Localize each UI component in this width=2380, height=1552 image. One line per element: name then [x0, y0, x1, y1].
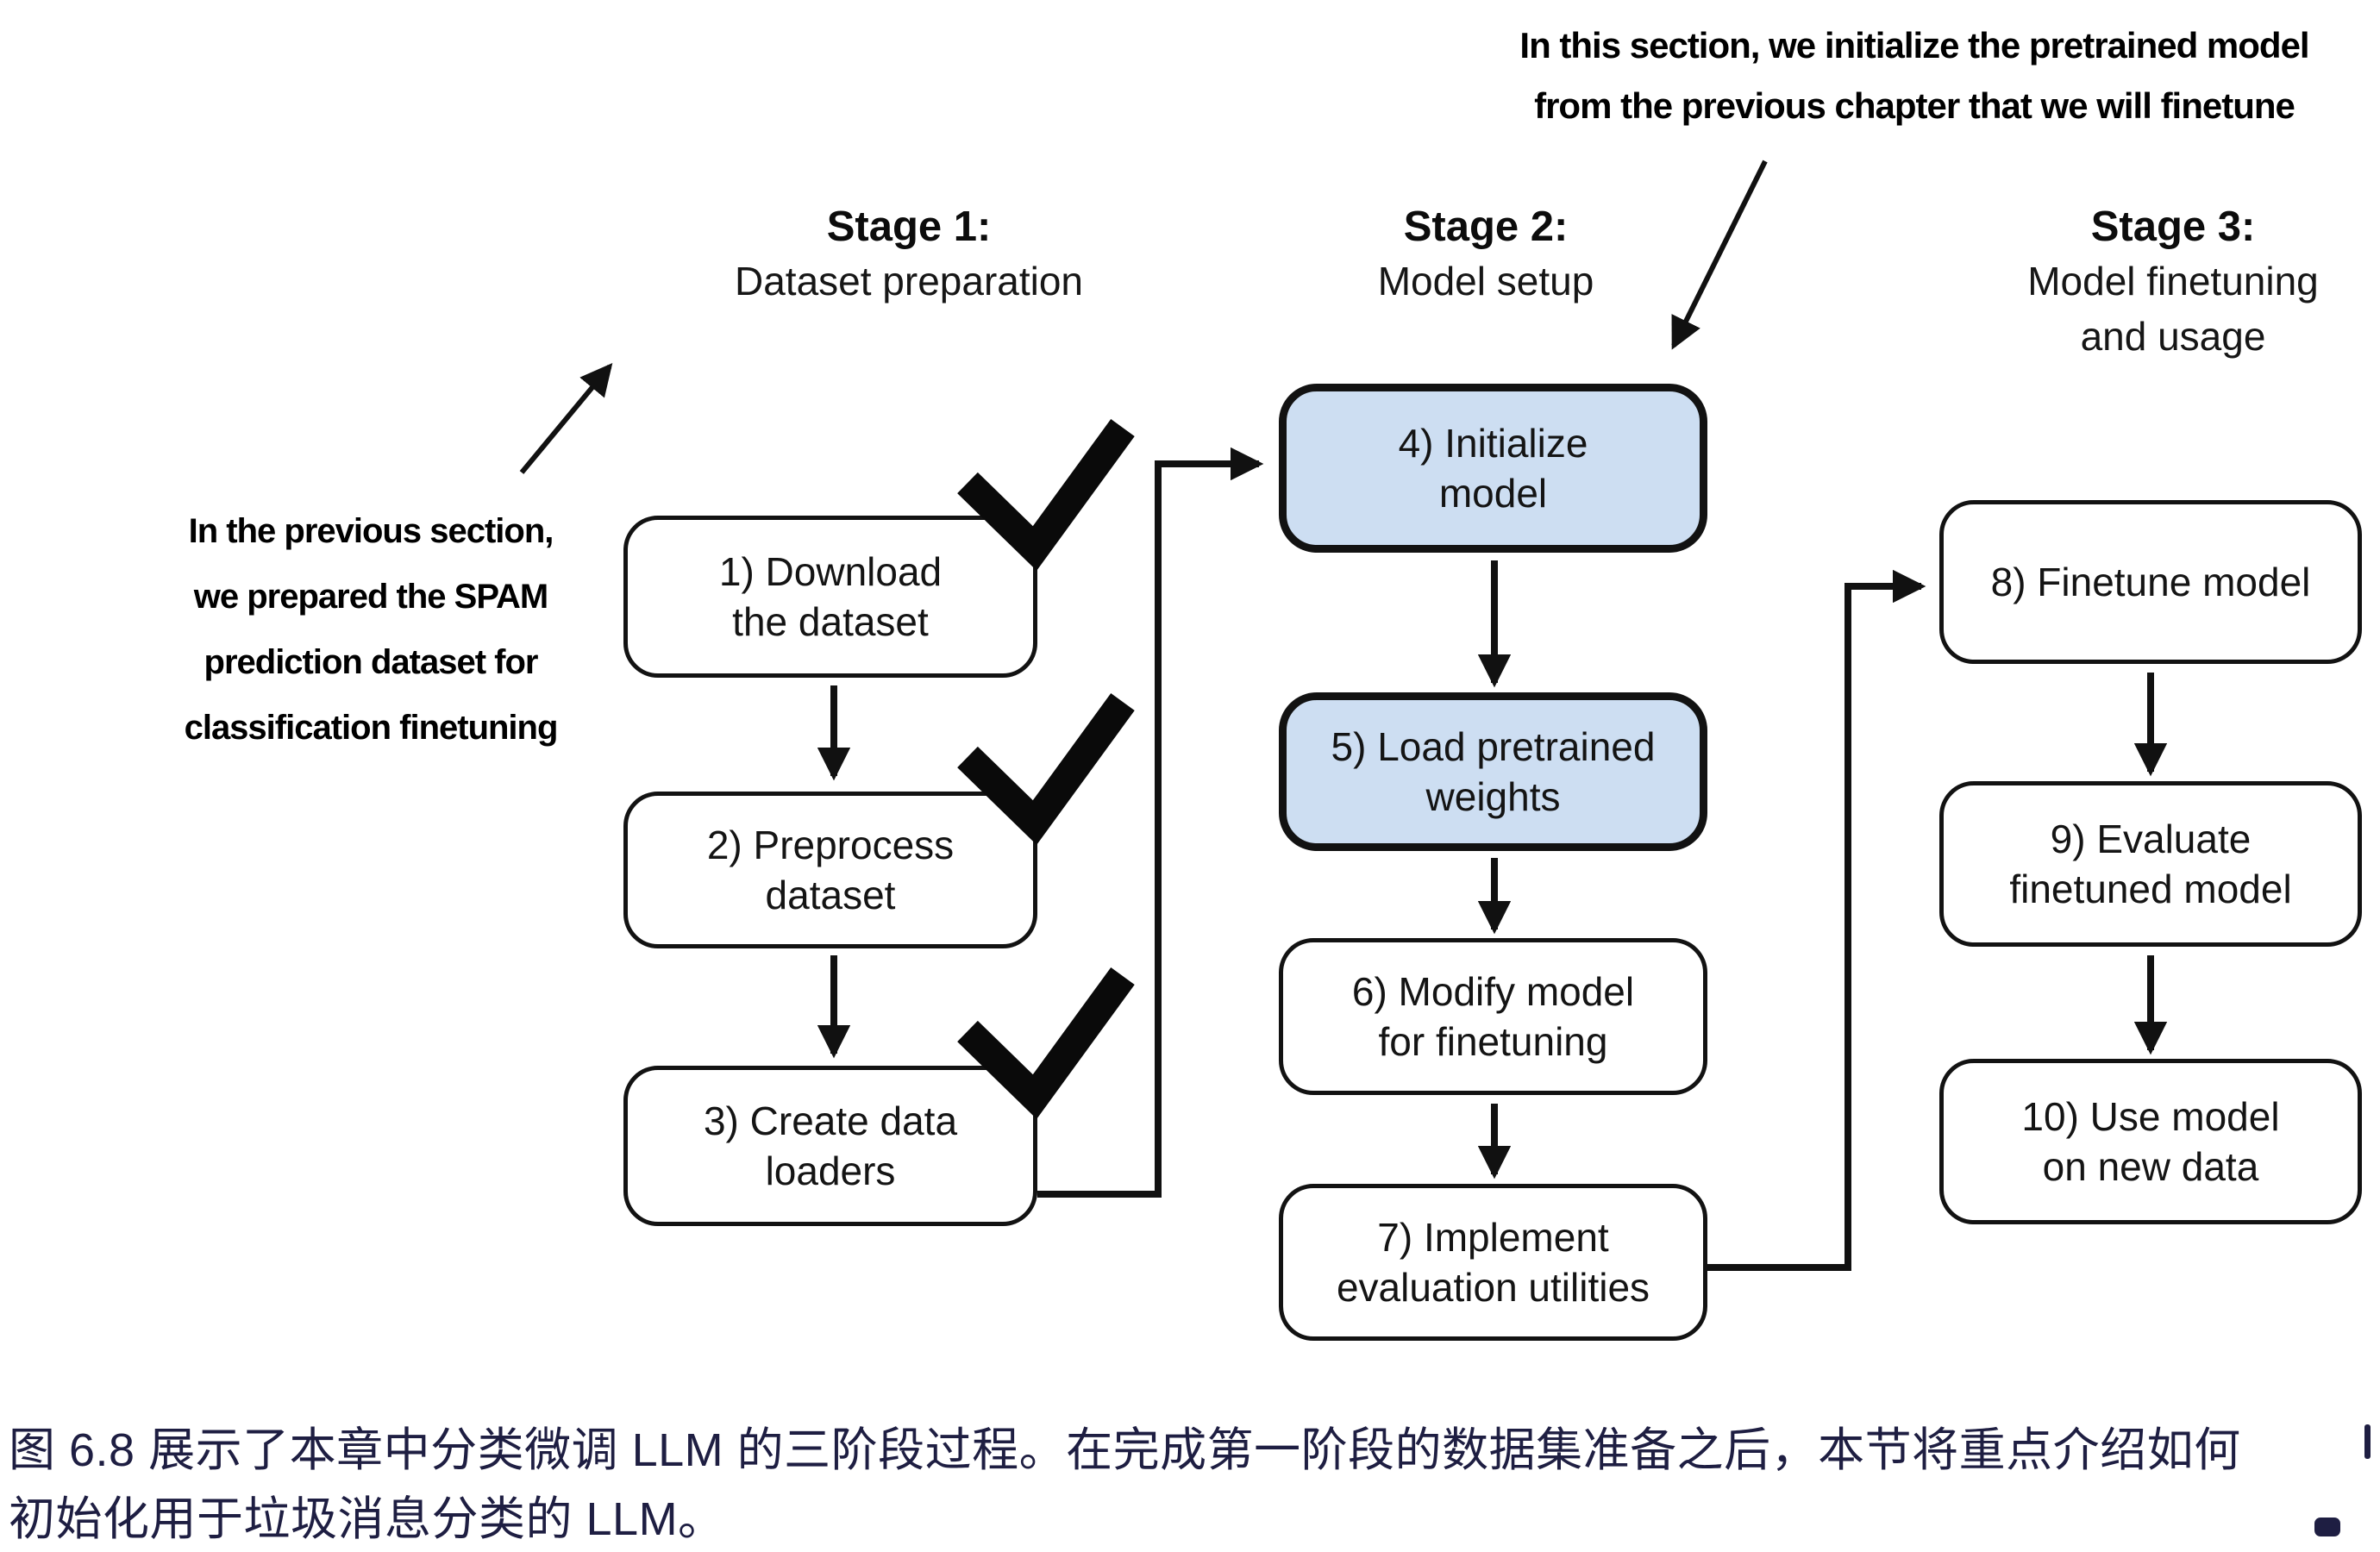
- elbow-connector-stage1-to-stage2: [1037, 447, 1264, 1198]
- stage-subtitle: Dataset preparation: [734, 259, 1084, 304]
- flow-box-6-modify-model: 6) Modify model for finetuning: [1279, 938, 1707, 1095]
- elbow-connector-stage2-to-stage3: [1707, 569, 1926, 1271]
- stage-header-1: Stage 1: Dataset preparation: [642, 200, 1176, 309]
- artifact-mark: [2314, 1518, 2340, 1536]
- stage-subtitle: Model finetuning and usage: [2027, 259, 2319, 359]
- flow-box-1-download-dataset: 1) Download the dataset: [623, 516, 1037, 678]
- artifact-mark: [2364, 1424, 2371, 1459]
- top-annotation: In this section, we initialize the pretr…: [1519, 25, 2309, 126]
- stage-title: Stage 1:: [826, 203, 992, 250]
- flow-box-3-create-data-loaders: 3) Create data loaders: [623, 1066, 1037, 1226]
- stage-subtitle: Model setup: [1377, 259, 1594, 304]
- figure-caption: 图 6.8 展示了本章中分类微调 LLM 的三阶段过程。在完成第一阶段的数据集准…: [9, 1424, 2241, 1545]
- flow-box-9-evaluate-model: 9) Evaluate finetuned model: [1939, 781, 2362, 947]
- left-annotation: In the previous section, we prepared the…: [184, 512, 559, 747]
- flow-box-2-preprocess-dataset: 2) Preprocess dataset: [623, 792, 1037, 948]
- stage-title: Stage 2:: [1403, 203, 1569, 250]
- flow-box-8-finetune-model: 8) Finetune model: [1939, 500, 2362, 664]
- flow-box-4-initialize-model: 4) Initialize model: [1279, 384, 1707, 553]
- stage-header-2: Stage 2: Model setup: [1218, 200, 1753, 309]
- left-annotation-arrow-icon: [519, 362, 613, 474]
- stage-header-3: Stage 3: Model finetuning and usage: [1906, 200, 2380, 364]
- stage-title: Stage 3:: [2090, 203, 2256, 250]
- flow-box-5-load-pretrained-weights: 5) Load pretrained weights: [1279, 692, 1707, 851]
- flow-box-7-implement-evaluation: 7) Implement evaluation utilities: [1279, 1184, 1707, 1341]
- flow-box-10-use-model: 10) Use model on new data: [1939, 1059, 2362, 1224]
